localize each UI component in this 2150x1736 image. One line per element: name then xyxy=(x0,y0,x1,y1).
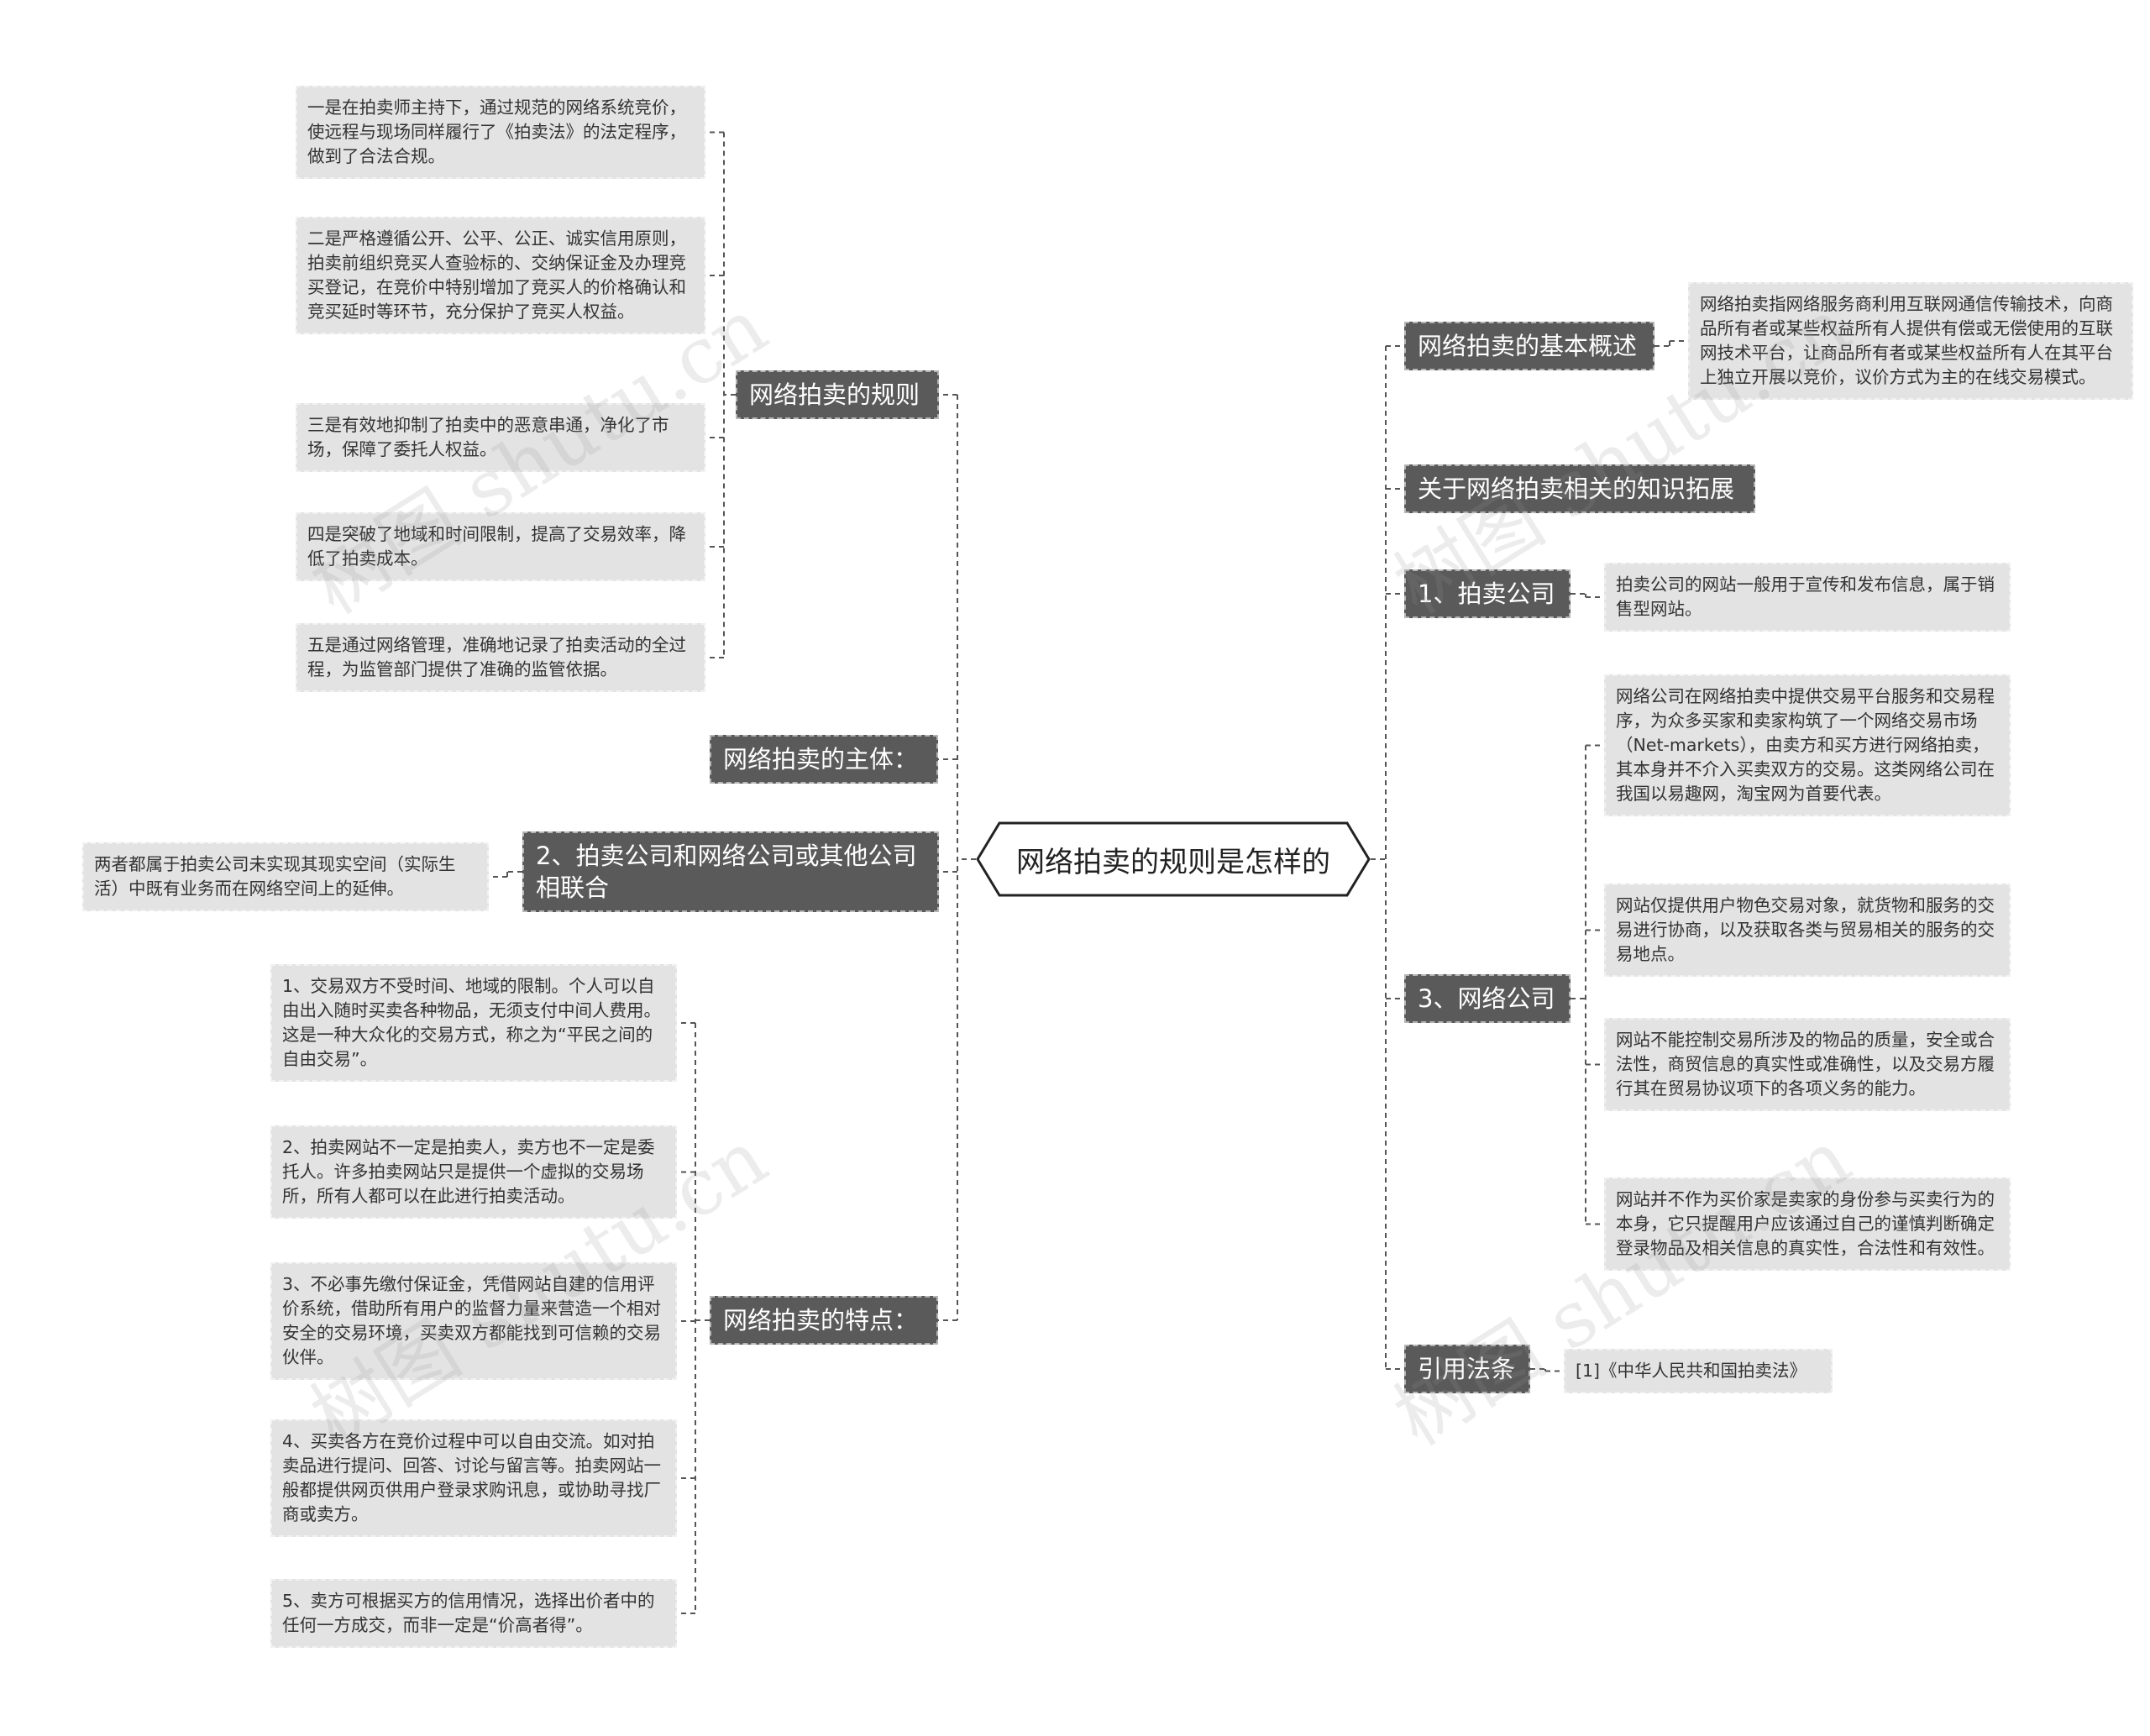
features-item-3: 3、不必事先缴付保证金，凭借网站自建的信用评价系统，借助所有用户的监督力量来营造… xyxy=(270,1262,677,1380)
network-company-item-2: 网站仅提供用户物色交易对象，就货物和服务的交易进行协商，以及获取各类与贸易相关的… xyxy=(1604,884,2011,977)
rules-item-2: 二是严格遵循公开、公平、公正、诚实信用原则，拍卖前组织竞买人查验标的、交纳保证金… xyxy=(296,217,705,334)
root-hexagon-shape xyxy=(976,821,1371,897)
root-node[interactable]: 网络拍卖的规则是怎样的 xyxy=(976,821,1371,897)
combined-item-1: 两者都属于拍卖公司未实现其现实空间（实际生活）中既有业务而在网络空间上的延伸。 xyxy=(82,842,489,911)
branch-network-company[interactable]: 3、网络公司 xyxy=(1404,974,1571,1023)
features-item-4: 4、买卖各方在竞价过程中可以自由交流。如对拍卖品进行提问、回答、讨论与留言等。拍… xyxy=(270,1419,677,1537)
branch-features[interactable]: 网络拍卖的特点： xyxy=(710,1296,938,1345)
features-item-5: 5、卖方可根据买方的信用情况，选择出价者中的任何一方成交，而非一定是“价高者得”… xyxy=(270,1579,677,1648)
root-title: 网络拍卖的规则是怎样的 xyxy=(1016,845,1330,879)
branch-knowledge[interactable]: 关于网络拍卖相关的知识拓展 xyxy=(1404,464,1755,513)
rules-item-1: 一是在拍卖师主持下，通过规范的网络系统竞价，使远程与现场同样履行了《拍卖法》的法… xyxy=(296,86,705,179)
network-company-item-3: 网站不能控制交易所涉及的物品的质量，安全或合法性，商贸信息的真实性或准确性，以及… xyxy=(1604,1018,2011,1111)
auction-company-item-1: 拍卖公司的网站一般用于宣传和发布信息，属于销售型网站。 xyxy=(1604,563,2011,632)
rules-item-4: 四是突破了地域和时间限制，提高了交易效率，降低了拍卖成本。 xyxy=(296,512,705,581)
branch-subject[interactable]: 网络拍卖的主体： xyxy=(710,735,938,784)
branch-combined[interactable]: 2、拍卖公司和网络公司或其他公司相联合 xyxy=(522,831,939,912)
network-company-item-4: 网站并不作为买价家是卖家的身份参与买卖行为的本身，它只提醒用户应该通过自己的谨慎… xyxy=(1604,1177,2011,1271)
branch-concept[interactable]: 网络拍卖的基本概述 xyxy=(1404,322,1654,370)
rules-item-5: 五是通过网络管理，准确地记录了拍卖活动的全过程，为监管部门提供了准确的监管依据。 xyxy=(296,623,705,692)
features-item-1: 1、交易双方不受时间、地域的限制。个人可以自由出入随时买卖各种物品，无须支付中间… xyxy=(270,964,677,1082)
branch-law[interactable]: 引用法条 xyxy=(1404,1345,1530,1393)
branch-rules[interactable]: 网络拍卖的规则 xyxy=(736,370,939,419)
features-item-2: 2、拍卖网站不一定是拍卖人，卖方也不一定是委托人。许多拍卖网站只是提供一个虚拟的… xyxy=(270,1125,677,1219)
concept-item-1: 网络拍卖指网络服务商利用互联网通信传输技术，向商品所有者或某些权益所有人提供有偿… xyxy=(1688,282,2133,400)
law-item-1: [1]《中华人民共和国拍卖法》 xyxy=(1564,1349,1833,1393)
network-company-item-1: 网络公司在网络拍卖中提供交易平台服务和交易程序，为众多买家和卖家构筑了一个网络交… xyxy=(1604,674,2011,816)
branch-auction-company[interactable]: 1、拍卖公司 xyxy=(1404,569,1571,618)
rules-item-3: 三是有效地抑制了拍卖中的恶意串通，净化了市场，保障了委托人权益。 xyxy=(296,403,705,472)
